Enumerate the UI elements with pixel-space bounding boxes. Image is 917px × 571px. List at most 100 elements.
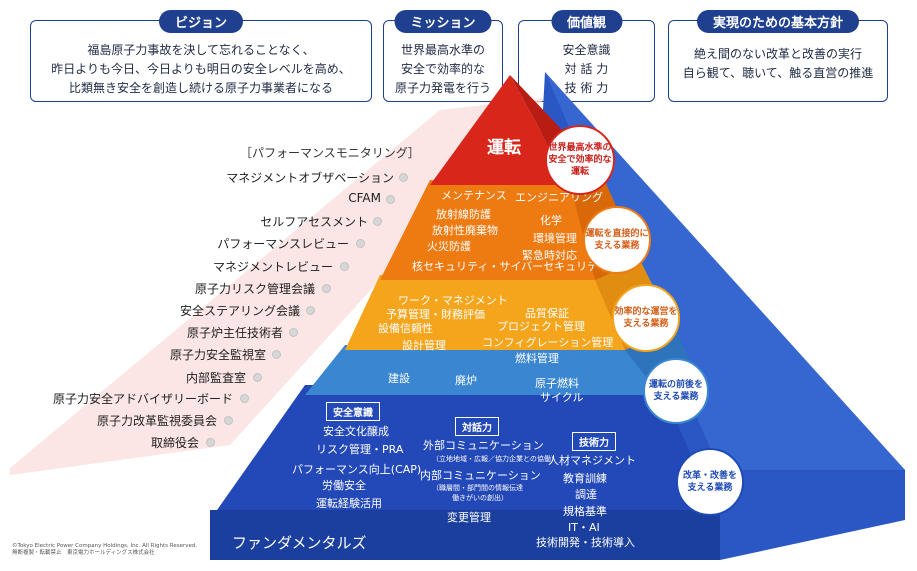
- circle-line: 世界最高水準の: [548, 143, 612, 153]
- layer3-item: 品質保証: [525, 307, 569, 320]
- circle-line: 支える業務: [623, 319, 669, 329]
- layer5-item: 人材マネジメント: [548, 454, 636, 467]
- copyright-line: 無断複製・転載禁止 東京電力ホールディングス株式会社: [12, 550, 155, 556]
- values-line: 安全意識: [562, 43, 611, 57]
- layer3-item: 燃料管理: [515, 352, 559, 365]
- vision-line: 昨日よりも今日、今日よりも明日の安全レベルを高め、: [51, 62, 351, 76]
- layer5-item: 教育訓練: [563, 472, 607, 485]
- monitoring-dot: [399, 173, 408, 182]
- copyright-line: ©Tokyo Electric Power Company Holdings, …: [12, 543, 198, 549]
- monitoring-fan: [10, 98, 545, 475]
- circle-line: 効率的な運営を: [614, 307, 678, 317]
- monitoring-dot: [206, 438, 215, 447]
- monitoring-item: 安全ステアリング会議: [179, 304, 300, 318]
- circle-reform: 改革・改善を 支える業務: [676, 448, 744, 516]
- layer3-item: プロジェクト管理: [497, 320, 585, 333]
- monitoring-item: マネジメントレビュー: [212, 260, 333, 274]
- circle-line: 支える業務: [653, 392, 699, 402]
- monitoring-item: 原子力リスク管理会議: [194, 282, 315, 296]
- monitoring-dot: [322, 284, 331, 293]
- layer4-item: 原子燃料: [535, 377, 579, 390]
- monitoring-dot: [253, 373, 262, 382]
- circle-line: 運転: [570, 167, 589, 177]
- layer4-item: サイクル: [540, 391, 584, 404]
- monitoring-item: 原子力安全アドバイザリーボード: [52, 392, 233, 406]
- monitoring-dot: [224, 416, 233, 425]
- layer4-item: 建設: [388, 372, 410, 385]
- layer5-item: 安全文化醸成: [323, 425, 389, 438]
- circle-direct-support: 運転を直接的に 支える業務: [583, 206, 651, 274]
- monitoring-dot: [306, 306, 315, 315]
- circle-line: 支える業務: [594, 241, 640, 251]
- circle-efficient-operation: 効率的な運営を 支える業務: [612, 284, 680, 352]
- mission-line: 安全で効率的な: [400, 62, 485, 76]
- layer5-item: （職層間・部門間の情報伝達: [432, 484, 523, 492]
- layer5-item: 内部コミュニケーション: [420, 469, 541, 482]
- base-label: ファンダメンタルズ: [232, 534, 367, 552]
- layer5-item: 技術開発・技術導入: [536, 536, 635, 549]
- layer3-item: 設備信頼性: [378, 322, 433, 335]
- circle-line: 安全で効率的な: [548, 155, 612, 165]
- pyramid-right-light: [545, 72, 905, 470]
- mission-line: 原子力発電を行う: [394, 81, 491, 95]
- layer5-item: 調達: [575, 488, 597, 501]
- layer2-item: 放射性廃棄物: [432, 224, 498, 237]
- layer2-shape: [380, 180, 595, 280]
- layer5-item: 運転経験活用: [316, 497, 382, 510]
- layer3-item: 設計管理: [402, 339, 446, 352]
- values-box: 価値観 安全意識 対 話 力 技 術 力: [518, 10, 655, 102]
- circle-before-after: 運転の前後を 支える業務: [643, 358, 709, 424]
- policy-box: 実現のための基本方針 絶え間のない改革と改善の実行 自ら観て、聴いて、触る直営の…: [668, 10, 888, 102]
- layer5-item: 変更管理: [447, 511, 491, 524]
- layer2-item: 化学: [540, 214, 562, 227]
- layer5-item: IT・AI: [568, 521, 600, 534]
- layer2-item: 放射線防護: [436, 208, 491, 221]
- monitoring-item: セルフアセスメント: [260, 215, 368, 229]
- vision-box: ビジョン 福島原子力事故を決して忘れることなく、 昨日よりも今日、今日よりも明日…: [30, 10, 372, 102]
- monitoring-item: 原子力安全監視室: [169, 348, 266, 362]
- layer3-item: 予算管理・財務評価: [386, 308, 485, 321]
- policy-line: 自ら観て、聴いて、触る直営の推進: [682, 66, 874, 80]
- monitoring-dot: [240, 394, 249, 403]
- layer2-item: 火災防護: [427, 240, 471, 253]
- layer3-item: コンフィグレーション管理: [482, 336, 614, 349]
- monitoring-dot: [289, 328, 298, 337]
- values-line: 対 話 力: [564, 62, 609, 76]
- layer2-item: 環境管理: [533, 232, 577, 245]
- vision-line: 福島原子力事故を決して忘れることなく、: [87, 43, 315, 57]
- policy-line: 絶え間のない改革と改善の実行: [693, 47, 862, 61]
- monitoring-item: 原子力改革監視委員会: [96, 414, 217, 428]
- monitoring-item: パフォーマンスレビュー: [217, 237, 349, 251]
- monitoring-item: マネジメントオブザベーション: [226, 171, 394, 185]
- monitoring-title: ［パフォーマンスモニタリング］: [240, 146, 420, 160]
- monitoring-dot: [272, 350, 281, 359]
- monitoring-dot: [386, 195, 395, 204]
- layer4-shape: [305, 345, 660, 395]
- monitoring-item: 原子炉主任技術者: [186, 326, 283, 340]
- monitoring-item: CFAM: [348, 191, 381, 205]
- mission-title: ミッション: [394, 10, 492, 33]
- layer1-label: 運転: [487, 138, 521, 158]
- layer2-item: 核セキュリティ・サイバーセキュリティ: [412, 260, 609, 273]
- monitoring-dot: [340, 262, 349, 271]
- layer3-item: ワーク・マネジメント: [398, 294, 508, 307]
- monitoring-item: 取締役会: [150, 436, 199, 450]
- layer5-item: 規格基準: [563, 505, 607, 518]
- circle-line: 運転の前後を: [648, 380, 703, 390]
- layer5-item: 外部コミュニケーション: [423, 439, 544, 452]
- layer5-item: パフォーマンス向上(CAP): [292, 463, 422, 476]
- values-line: 技 術 力: [564, 81, 609, 95]
- layer5-item: 労働安全: [322, 479, 366, 492]
- circle-line: 改革・改善を: [682, 471, 737, 481]
- circle-line: 運転を直接的に: [585, 229, 649, 239]
- values-title: 価値観: [550, 10, 623, 33]
- group-title-technical: 技術力: [572, 432, 616, 451]
- layer5-item: （立地地域・広報／協力企業との協働）: [432, 455, 558, 463]
- monitoring-dot: [373, 217, 382, 226]
- vision-title: ビジョン: [158, 10, 244, 33]
- layer1-shape: [430, 75, 570, 185]
- mission-box: ミッション 世界最高水準の 安全で効率的な 原子力発電を行う: [383, 10, 503, 102]
- mission-line: 世界最高水準の: [400, 43, 485, 57]
- layer3-shape: [345, 275, 625, 350]
